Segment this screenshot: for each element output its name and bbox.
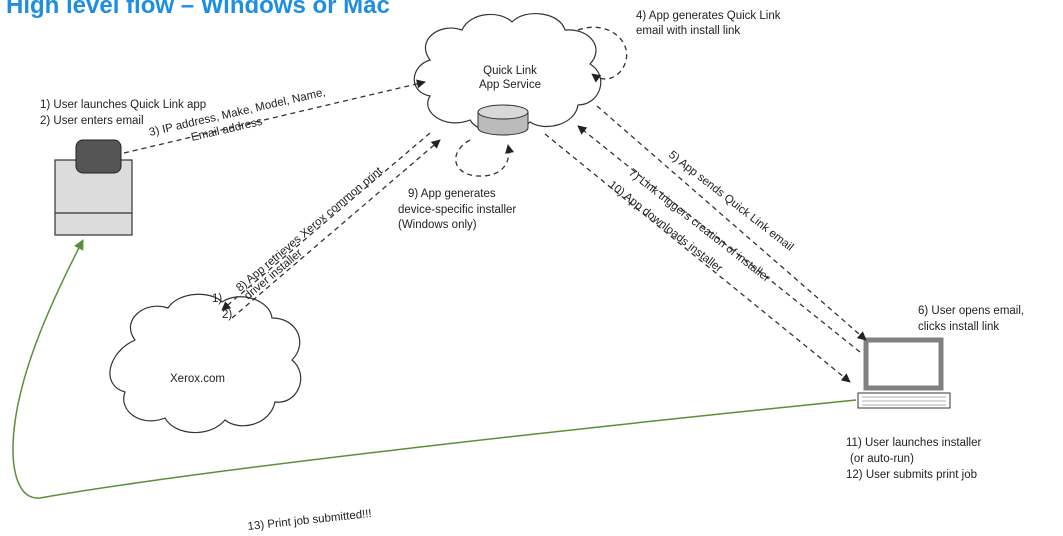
label-step-4b: email with install link <box>636 25 741 37</box>
xerox-cloud-icon <box>109 293 302 434</box>
quick-link-service-cloud-icon <box>413 13 602 134</box>
service-label: Quick Link App Service <box>470 64 550 92</box>
page-title: High level flow – Windows or Mac <box>6 0 390 19</box>
arrow-step-7 <box>577 125 861 353</box>
label-step-6b: clicks install link <box>918 321 1000 333</box>
label-step-4a: 4) App generates Quick Link <box>636 10 781 22</box>
arrow-step-8a <box>221 132 431 311</box>
arrow-step-13 <box>12 239 857 499</box>
arrow-step-10 <box>544 133 851 383</box>
database-icon <box>477 104 529 136</box>
label-step-9b: device-specific installer <box>398 204 517 216</box>
label-step-9c: (Windows only) <box>398 219 477 231</box>
label-step-13: 13) Print job submitted!!! <box>247 508 372 533</box>
arrow-step-8b <box>231 139 441 319</box>
service-label-line2: App Service <box>478 79 541 91</box>
label-step-8-num1: 1) <box>212 293 222 305</box>
label-step-7: 7) Link triggers creation of installer <box>626 167 772 285</box>
label-step-6a: 6) User opens email, <box>918 305 1025 317</box>
label-step-2: 2) User enters email <box>40 115 144 127</box>
xerox-label: Xerox.com <box>170 373 225 385</box>
label-step-1: 1) User launches Quick Link app <box>40 99 207 111</box>
arrow-step-9 <box>455 139 515 177</box>
label-step-8a: 8) App retrieves Xerox common print <box>234 165 385 295</box>
label-step-9a: 9) App generates <box>408 188 496 200</box>
label-step-11a: 11) User launches installer <box>846 437 982 449</box>
label-step-11b: (or auto-run) <box>850 453 914 465</box>
label-step-8-num2: 2) <box>222 309 232 321</box>
label-step-12: 12) User submits print job <box>846 469 978 481</box>
arrow-step-5 <box>596 105 867 341</box>
arrow-step-3 <box>123 79 426 154</box>
printer-icon <box>54 139 133 236</box>
laptop-icon <box>857 337 951 409</box>
arrow-step-4 <box>577 26 628 83</box>
service-label-line1: Quick Link <box>483 65 537 77</box>
